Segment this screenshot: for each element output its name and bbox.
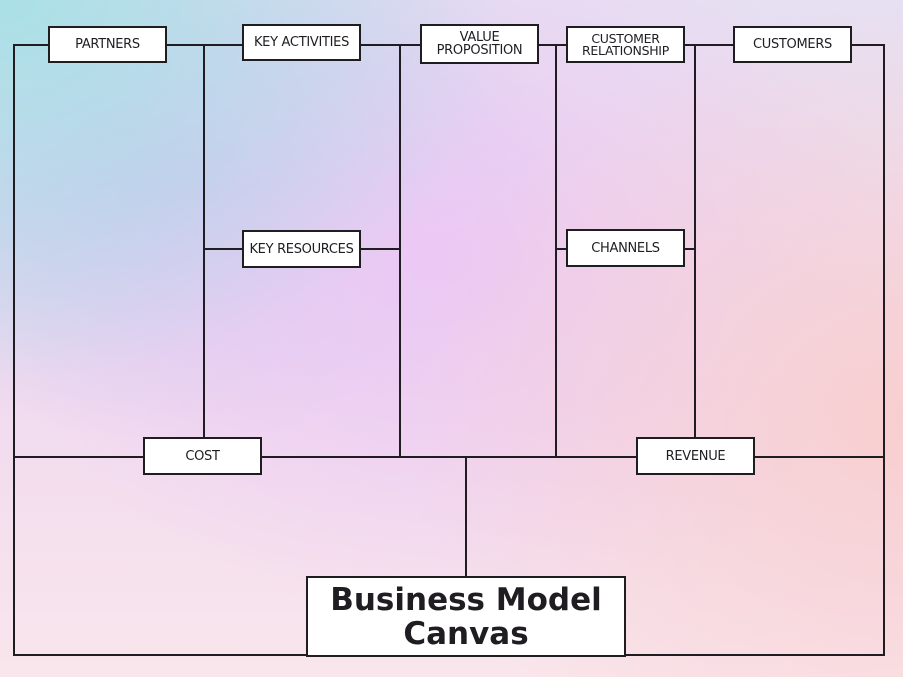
divider-cost-revenue (465, 456, 467, 578)
frame-left-line (13, 44, 15, 656)
divider-value-relationship (555, 44, 557, 457)
divider-activities-value (399, 44, 401, 457)
customers-label-box: CUSTOMERS (733, 26, 852, 63)
customer-relationship-label-line2: RELATIONSHIP (582, 42, 669, 58)
frame-right-line (883, 44, 885, 656)
canvas-title-line2: Canvas (403, 615, 529, 652)
value-proposition-label-line2: PROPOSITION (436, 43, 523, 58)
cost-label: COST (185, 448, 220, 464)
revenue-label-box: REVENUE (636, 437, 755, 475)
partners-label-box: PARTNERS (48, 26, 167, 63)
customers-label: CUSTOMERS (752, 37, 833, 52)
canvas-title-box: Business Model Canvas (306, 576, 626, 657)
customer-relationship-label-box: CUSTOMER RELATIONSHIP (566, 26, 685, 63)
middle-divider-line (13, 456, 885, 458)
canvas-title-line1: Business Model (330, 581, 602, 618)
value-proposition-label-box: VALUE PROPOSITION (420, 24, 539, 64)
key-activities-label-box: KEY ACTIVITIES (242, 24, 361, 61)
key-resources-label: KEY RESOURCES (249, 241, 354, 257)
customer-relationship-label-line1: CUSTOMER (591, 30, 660, 46)
divider-relationship-customers (694, 44, 696, 438)
cost-label-box: COST (143, 437, 262, 475)
divider-partners-activities (203, 44, 205, 438)
channels-label: CHANNELS (591, 240, 660, 256)
key-resources-label-box: KEY RESOURCES (242, 230, 361, 268)
revenue-label: REVENUE (665, 448, 726, 464)
key-activities-label: KEY ACTIVITIES (253, 35, 350, 50)
channels-label-box: CHANNELS (566, 229, 685, 267)
partners-label: PARTNERS (75, 37, 140, 52)
value-proposition-label-line1: VALUE (459, 30, 500, 45)
